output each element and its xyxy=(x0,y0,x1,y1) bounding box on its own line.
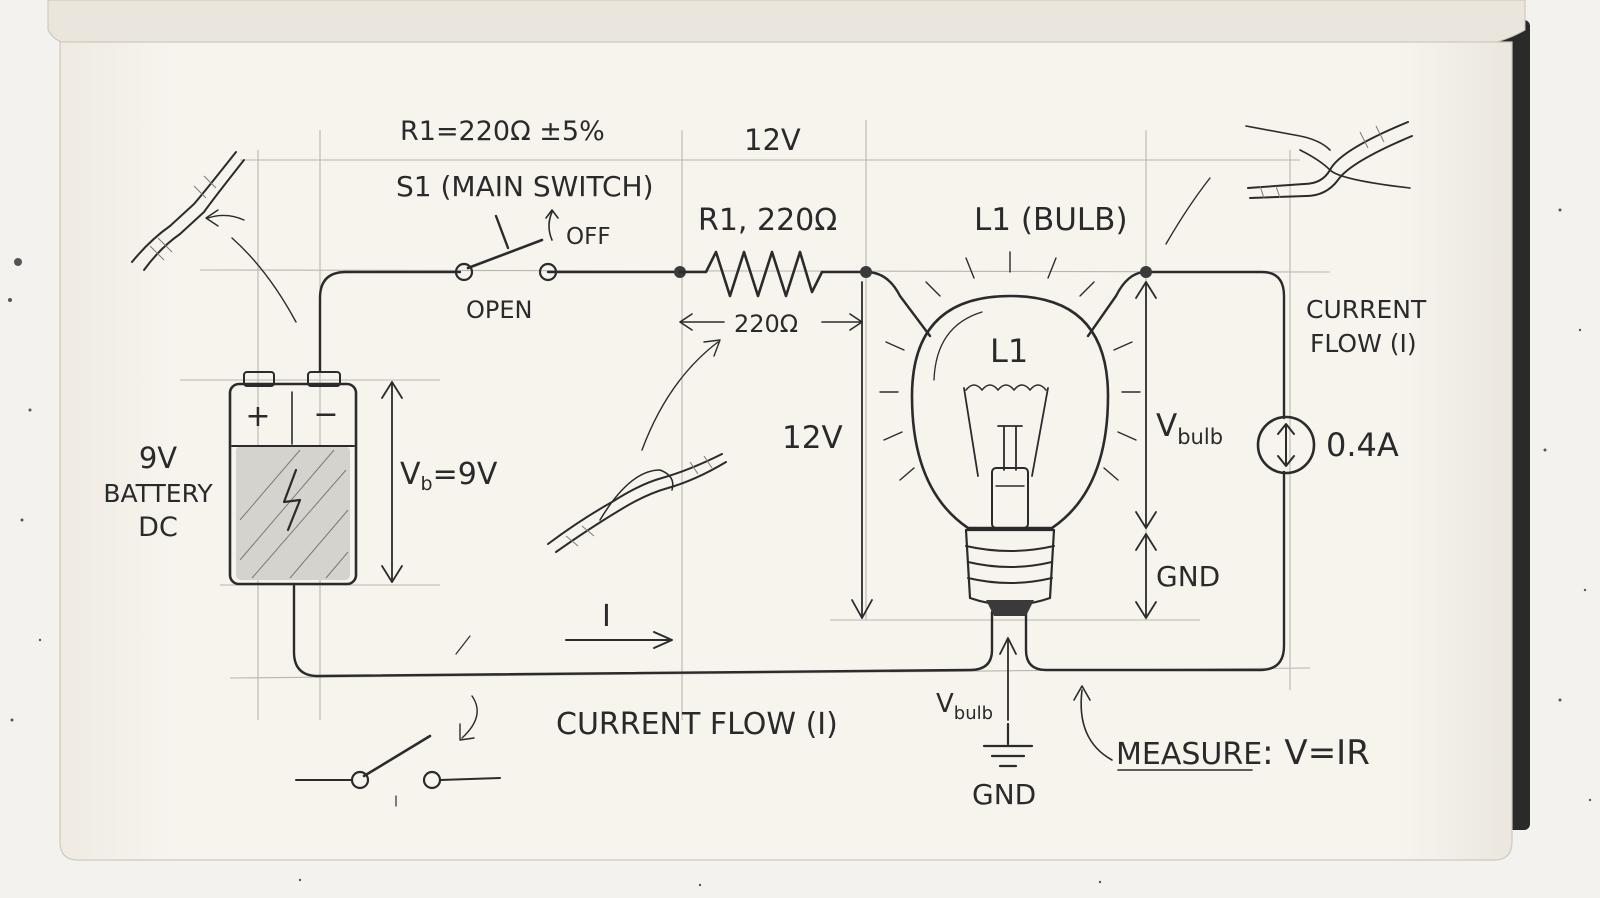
switch-sketch-bottom xyxy=(295,734,501,807)
battery-voltage-arrow xyxy=(381,381,403,583)
battery-symbol xyxy=(228,371,358,586)
battery-voltage-label: 9V xyxy=(139,441,177,475)
top-voltage-label: 12V xyxy=(744,123,801,157)
switch-s1 xyxy=(454,209,559,282)
battery-minus-label: − xyxy=(313,397,338,432)
current-flow-bottom-label: CURRENT FLOW (I) xyxy=(556,707,838,742)
current-flow-right-line1: CURRENT xyxy=(1306,295,1427,324)
switch-off-label: OFF xyxy=(566,224,611,250)
switch-title-label: S1 (MAIN SWITCH) xyxy=(396,170,654,203)
bulb-l1 xyxy=(879,251,1141,616)
sketch-pointer-arrows xyxy=(205,177,1211,741)
wire-sketch-middle xyxy=(547,453,727,553)
resistor-title-label: R1, 220Ω xyxy=(698,203,837,238)
battery-type-label: BATTERY xyxy=(103,479,213,508)
measure-label: MEASURE: V=IR xyxy=(1116,733,1370,773)
wire-sketch-top-left xyxy=(131,151,245,271)
gnd-bottom-label: GND xyxy=(972,778,1036,811)
battery-dc-label: DC xyxy=(138,512,178,543)
circuit-wires xyxy=(292,270,1286,678)
resistor-dimension-label: 220Ω xyxy=(734,310,798,338)
resistor-r1 xyxy=(678,250,824,298)
battery-vb-label: Vb=9V xyxy=(400,457,498,495)
mid-voltage-label: 12V xyxy=(782,420,843,456)
vbulb-bottom-label: Vbulb xyxy=(936,689,993,724)
current-symbol-label: I xyxy=(602,599,611,634)
tolerance-label: R1=220Ω ±5% xyxy=(400,116,605,147)
vbulb-right-arrow xyxy=(1135,281,1157,529)
backdrop-speckles xyxy=(8,208,1592,887)
ammeter-reading: 0.4A xyxy=(1326,426,1399,464)
battery-plus-label: + xyxy=(245,399,270,434)
current-flow-right-line2: FLOW (I) xyxy=(1310,329,1417,358)
ammeter-symbol xyxy=(1256,415,1316,475)
mid-voltage-arrow xyxy=(851,281,873,619)
wire-sketch-top-right xyxy=(1245,121,1413,199)
bulb-inner-label: L1 xyxy=(990,332,1028,370)
notebook xyxy=(47,0,1530,861)
measure-arrow xyxy=(1073,685,1253,771)
junction-dots xyxy=(674,266,1152,278)
resistor-dimension-arrow xyxy=(679,313,863,331)
ground-symbol xyxy=(982,637,1034,768)
switch-open-label: OPEN xyxy=(466,296,532,324)
bulb-rays xyxy=(879,251,1141,481)
gnd-right-arrow xyxy=(1135,533,1157,619)
gnd-right-label: GND xyxy=(1156,560,1220,593)
current-arrow xyxy=(565,631,673,649)
vbulb-right-label: Vbulb xyxy=(1156,408,1223,449)
bulb-title-label: L1 (BULB) xyxy=(974,202,1128,238)
